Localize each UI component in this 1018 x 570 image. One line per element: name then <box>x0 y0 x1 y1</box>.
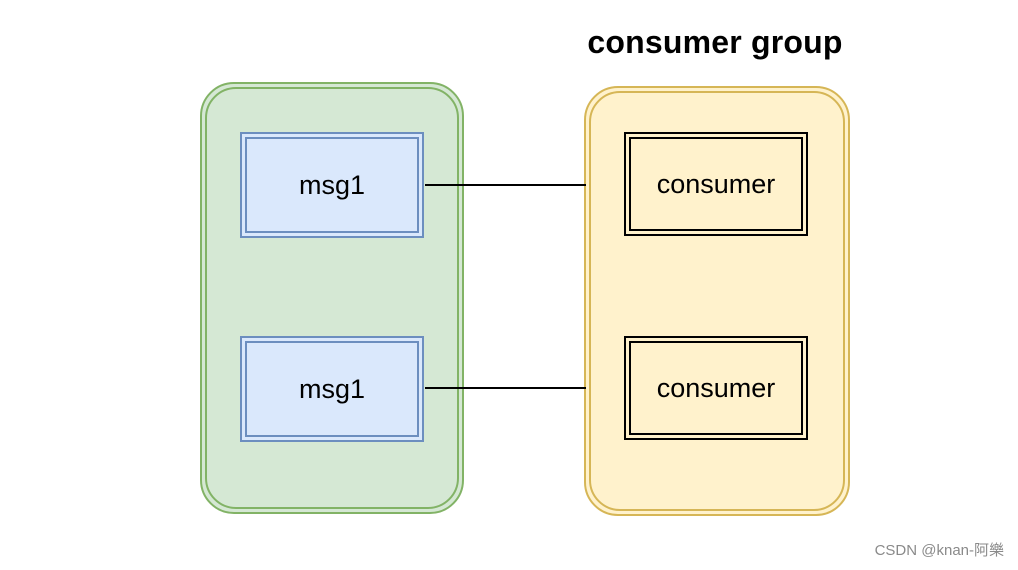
consumer-label-1: consumer <box>656 168 776 199</box>
message-label-1: msg1 <box>298 169 366 200</box>
consumer-box-2: consumer <box>624 336 808 440</box>
connector-line-1 <box>425 184 586 186</box>
message-box-1: msg1 <box>240 132 424 238</box>
watermark-text: CSDN @knan-阿樂 <box>874 542 1004 559</box>
message-label-2: msg1 <box>298 373 366 404</box>
message-box-2: msg1 <box>240 336 424 442</box>
consumer-box-1: consumer <box>624 132 808 236</box>
consumer-label-2: consumer <box>656 372 776 403</box>
connector-line-2 <box>425 387 586 389</box>
consumer-group-title: consumer group <box>587 24 843 60</box>
